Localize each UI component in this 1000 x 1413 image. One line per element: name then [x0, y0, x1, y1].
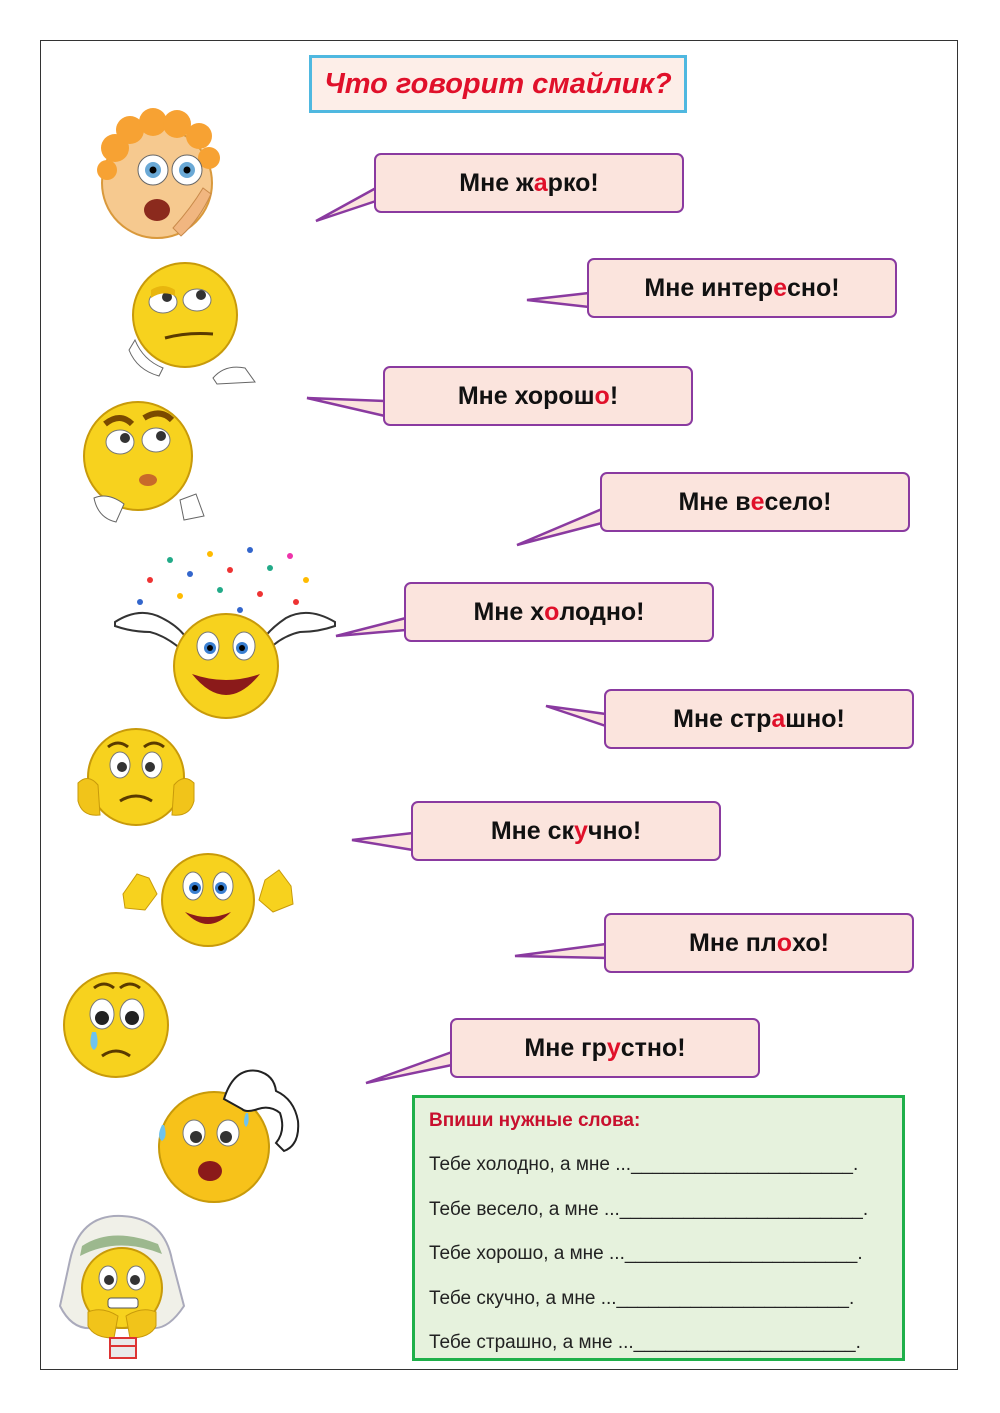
stress-letter: е — [773, 273, 787, 302]
page-title: Что говорит смайлик? — [324, 67, 672, 100]
task-line-1[interactable]: Тебе холодно, а мне ..._________________… — [429, 1154, 859, 1175]
title-box: Что говорит смайлик? — [309, 55, 687, 113]
stress-letter: у — [606, 1033, 621, 1062]
waving-smiley-icon — [122, 853, 294, 947]
stress-letter: а — [771, 704, 786, 733]
fill-in-task-box: Впиши нужные слова: Тебе холодно, а мне … — [412, 1095, 905, 1361]
celebrating-smiley-icon — [114, 547, 336, 719]
task-line-4[interactable]: Тебе скучно, а мне ...__________________… — [429, 1287, 855, 1309]
stress-letter: о — [776, 928, 793, 957]
stress-letter: о — [544, 597, 560, 626]
task-heading: Впиши нужные слова: — [429, 1110, 641, 1131]
task-line-5[interactable]: Тебе страшно, а мне ..._________________… — [429, 1332, 861, 1353]
task-line-3[interactable]: Тебе хорошо, а мне ...__________________… — [429, 1243, 863, 1264]
stress-letter: у — [574, 816, 588, 845]
stress-letter: о — [594, 381, 610, 410]
pondering-smiley-icon — [83, 401, 205, 523]
stress-letter: а — [533, 168, 548, 197]
hot-sweating-smiley-icon — [158, 1069, 300, 1203]
scared-smiley-icon — [77, 728, 195, 826]
surprised-smiley-icon — [97, 108, 220, 239]
thinking-smiley-icon — [128, 262, 256, 385]
sad-smiley-icon — [63, 972, 169, 1078]
stress-letter: е — [750, 487, 765, 516]
page-border — [40, 40, 958, 1370]
task-line-2[interactable]: Тебе весело, а мне ...__________________… — [429, 1198, 869, 1220]
cold-bundled-smiley-icon — [58, 1214, 186, 1359]
